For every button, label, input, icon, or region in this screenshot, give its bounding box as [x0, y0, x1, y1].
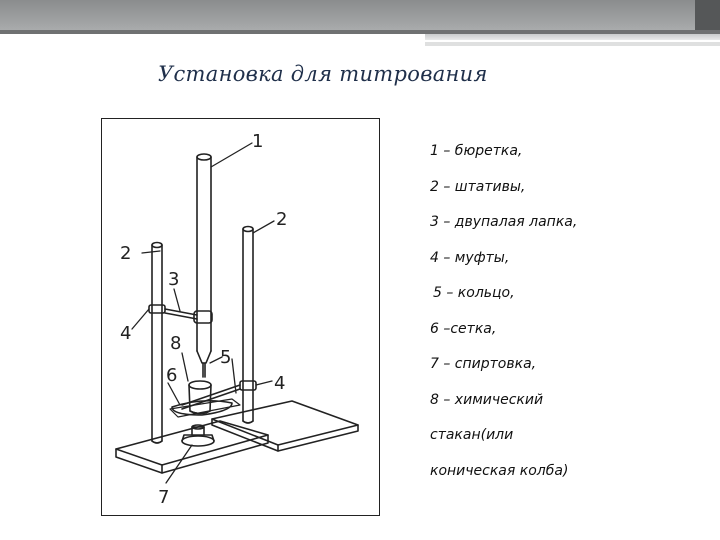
callout-3: 3: [168, 269, 179, 290]
slide-title: Установка для титрования: [158, 62, 488, 86]
beaker: [188, 380, 212, 415]
callout-4-left: 4: [120, 323, 131, 344]
spirit-lamp: [181, 424, 215, 447]
titration-setup-figure: 1 2 2 3 4 8 5 6 4 7: [101, 118, 380, 516]
right-base-plate: [211, 400, 359, 446]
callout-4-right: 4: [274, 373, 285, 394]
legend-item: 8 – химический: [430, 391, 544, 408]
legend-item: 7 – спиртовка,: [430, 356, 537, 372]
legend-item: коническая колба): [430, 462, 569, 479]
wire-gauze: [169, 398, 241, 418]
legend-item: 5 – кольцо,: [433, 285, 515, 301]
callout-6: 6: [166, 365, 177, 386]
right-stand-rod: [242, 225, 254, 424]
titration-setup-drawing: 1 2 2 3 4 8 5 6 4 7: [115, 131, 359, 508]
legend-item: 6 –сетка,: [430, 320, 497, 337]
legend-item: стакан(или: [430, 427, 514, 443]
callout-2-right: 2: [276, 209, 287, 230]
callout-1: 1: [252, 131, 263, 152]
header-band: [0, 0, 720, 30]
decorative-line: [425, 34, 720, 40]
legend-item: 4 – муфты,: [430, 249, 510, 266]
callout-8: 8: [170, 333, 181, 354]
burette: [196, 153, 212, 378]
callout-7: 7: [158, 487, 169, 508]
legend-item: 3 – двупалая лапка,: [430, 214, 578, 230]
callout-5: 5: [220, 347, 231, 368]
burette-clamp: [148, 304, 213, 324]
legend-item: 2 – штативы,: [430, 178, 526, 195]
callout-2-left: 2: [120, 243, 131, 264]
left-stand-rod: [151, 241, 163, 444]
decorative-line-secondary: [425, 42, 720, 46]
legend-list: 1 – бюретка, 2 – штативы, 3 – двупалая л…: [430, 140, 710, 495]
header-corner-block: [695, 0, 720, 30]
header-stripe: [0, 30, 720, 34]
legend-item: 1 – бюретка,: [430, 143, 523, 159]
